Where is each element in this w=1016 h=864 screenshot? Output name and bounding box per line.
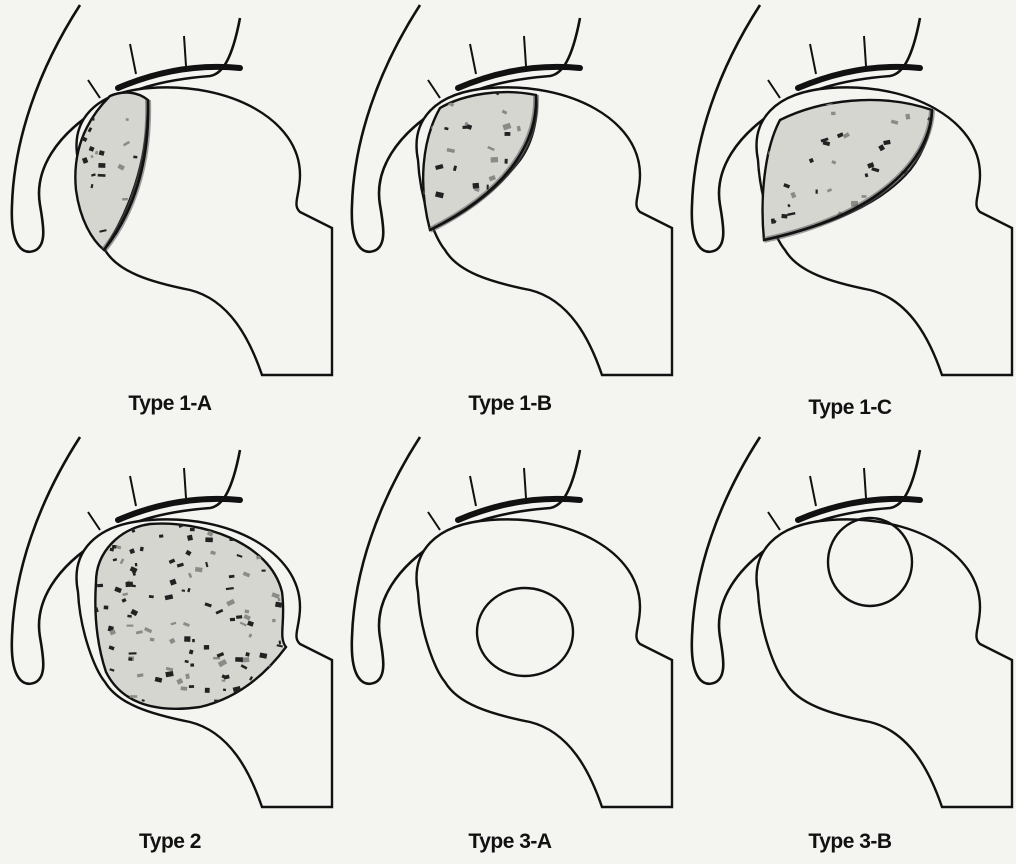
femoral-head-outline [417, 519, 672, 807]
capsule-tick [810, 44, 816, 74]
panel-label: Type 3-A [340, 830, 680, 854]
capsule-tick [184, 36, 186, 66]
panel-type-3a: Type 3-A [340, 432, 680, 864]
panel-type-1c: Type 1-C [680, 0, 1016, 432]
panel-type-2: Type 2 [0, 432, 340, 864]
capsule-tick [470, 44, 476, 74]
capsule-tick [864, 468, 866, 498]
capsule-tick [768, 512, 780, 530]
hip-joint-outline [352, 5, 672, 375]
capsule-tick [130, 44, 136, 74]
capsule-tick [130, 476, 136, 506]
capsule-tick [184, 468, 186, 498]
capsule-tick [524, 468, 526, 498]
panel-type-1b: Type 1-B [340, 0, 680, 432]
capsule-tick [470, 476, 476, 506]
panel-label: Type 1-A [0, 392, 340, 416]
femoral-head-drawing [340, 0, 680, 380]
capsule-tick [810, 476, 816, 506]
capsule-tick [428, 80, 440, 98]
panel-type-3b: Type 3-B [680, 432, 1016, 864]
panel-type-1a: Type 1-A [0, 0, 340, 432]
capsule-tick [88, 80, 100, 98]
capsule-tick [88, 512, 100, 530]
femoral-head-drawing [680, 0, 1016, 380]
panel-label: Type 2 [0, 830, 340, 854]
femoral-head-drawing [340, 432, 680, 812]
panel-label: Type 3-B [680, 830, 1016, 854]
hip-joint-outline [692, 437, 1012, 807]
femoral-head-drawing [0, 432, 340, 812]
capsule-tick [524, 36, 526, 66]
capsule-tick [864, 36, 866, 66]
panel-label: Type 1-C [680, 396, 1016, 420]
capsule-tick [428, 512, 440, 530]
capsule-tick [768, 80, 780, 98]
femoral-head-drawing [680, 432, 1016, 812]
femoral-head-outline [757, 519, 1012, 807]
hip-joint-outline [352, 437, 672, 807]
panel-label: Type 1-B [340, 392, 680, 416]
hip-joint-outline [12, 5, 332, 375]
femoral-head-drawing [0, 0, 340, 380]
